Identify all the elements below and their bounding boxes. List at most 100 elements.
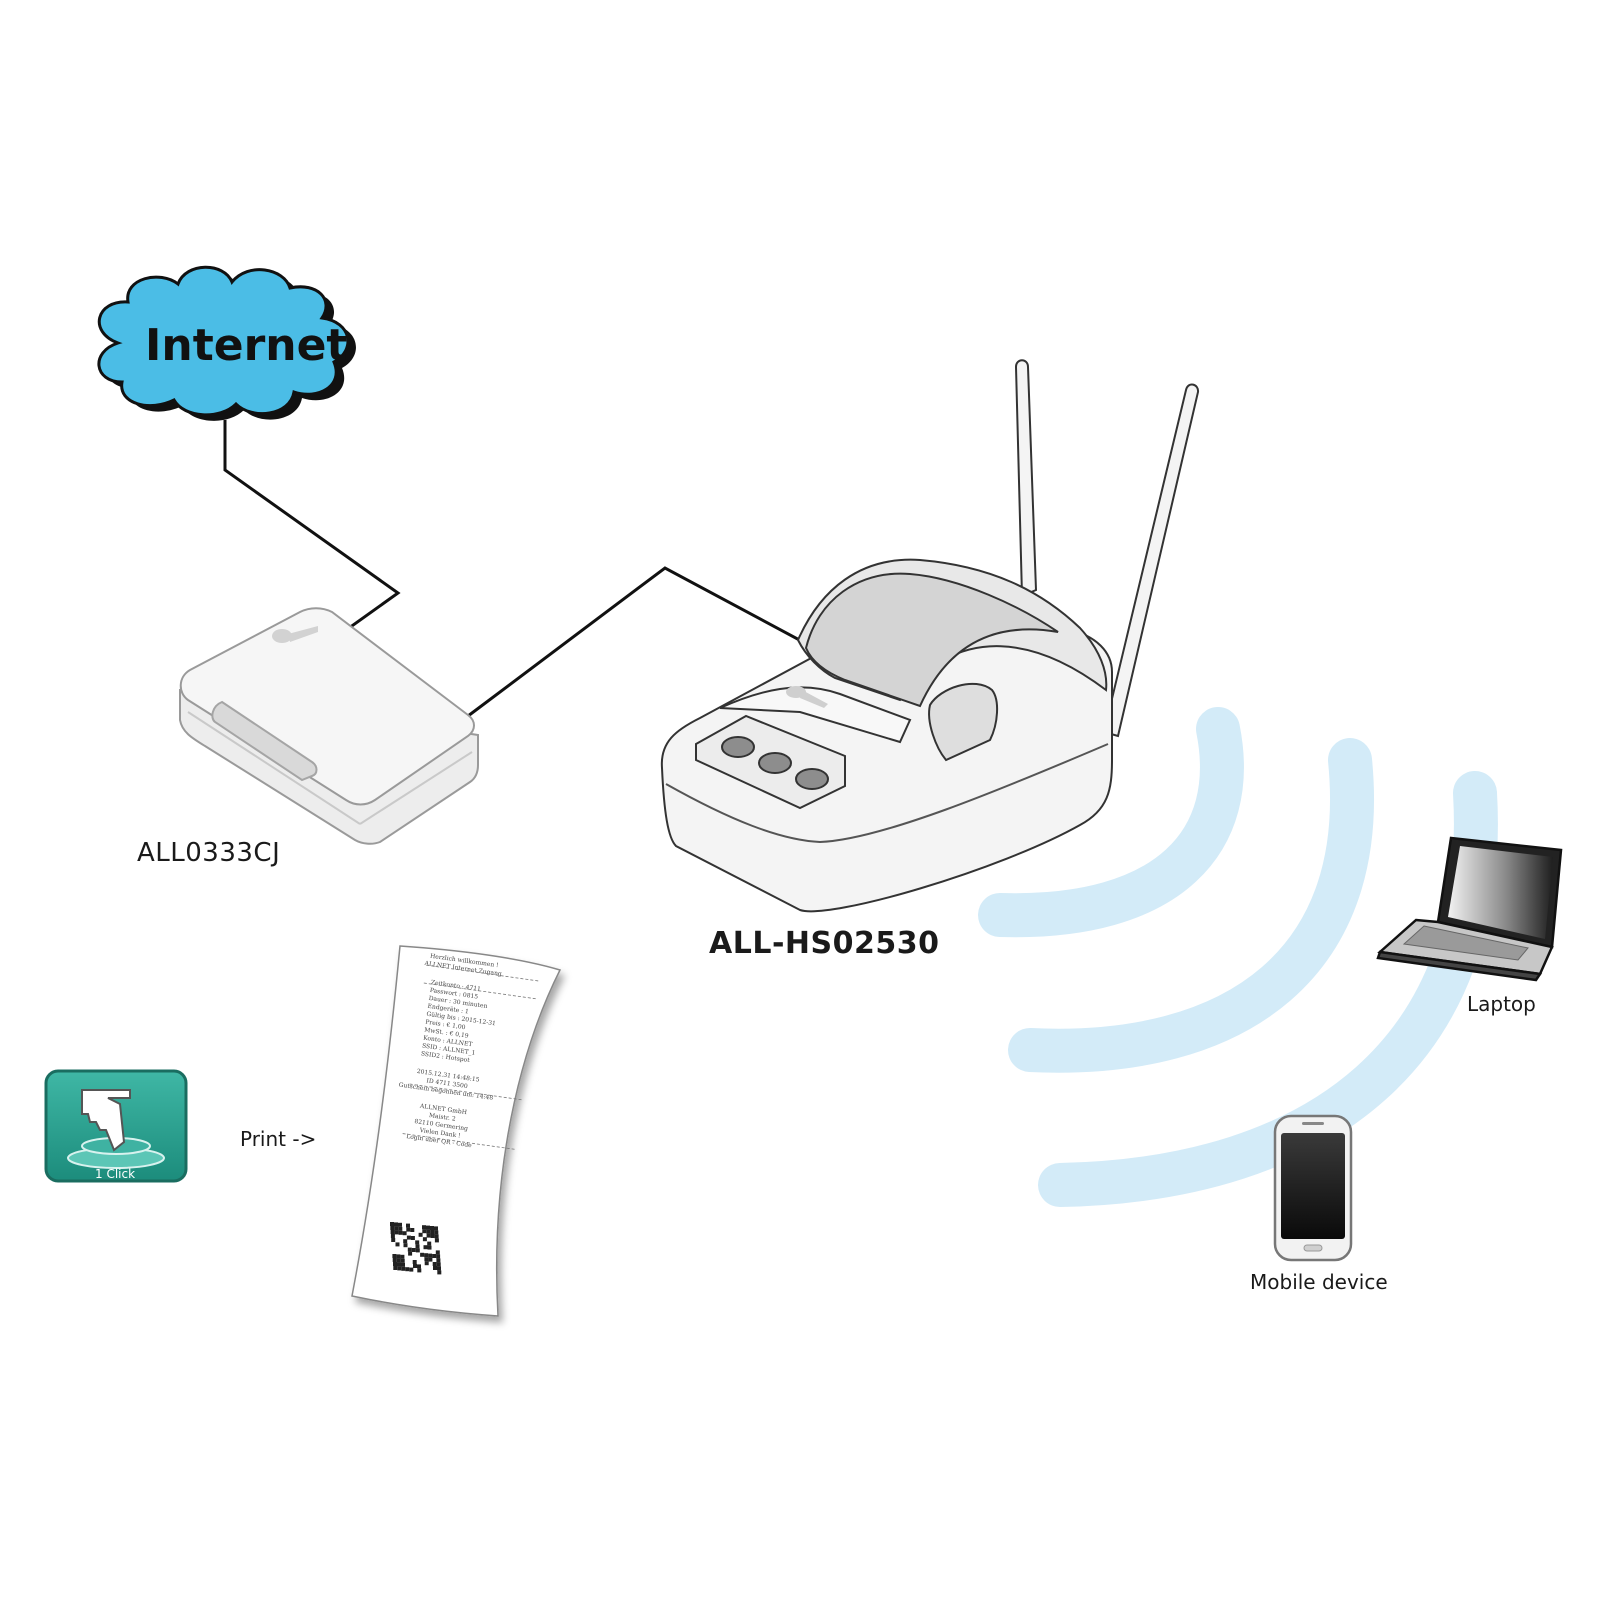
qr-module [422,1237,427,1242]
receipt-separator [426,964,541,982]
receipt-paper [351,945,562,1317]
qr-module [400,1254,405,1259]
qr-module [393,1262,397,1266]
qr-module [424,1253,429,1258]
qr-module [428,1253,433,1258]
qr-module [406,1235,411,1240]
qr-module [390,1226,395,1230]
qr-module [427,1245,432,1250]
qr-module [436,1254,441,1259]
qr-module [436,1258,441,1263]
qr-module [394,1226,399,1231]
qr-module [390,1230,395,1234]
qr-module [396,1258,401,1263]
router-front-strip [211,700,318,782]
one-click-button[interactable] [44,1069,188,1183]
qr-module [436,1262,441,1267]
qr-module [411,1248,416,1252]
qr-module [400,1258,405,1263]
receipt-separator [409,1083,524,1101]
mobile-device [1273,1114,1353,1262]
qr-module [427,1241,432,1246]
phone-screen [1281,1133,1345,1239]
printer-label: ALL-HS02530 [709,926,940,961]
laptop-label: Laptop [1467,992,1536,1016]
receipt-separator [423,982,538,1000]
qr-module [432,1262,437,1266]
qr-module [403,1239,408,1244]
internet-label: Internet [145,320,348,371]
wifi-wave-inner [978,707,1244,938]
qr-module [435,1250,440,1255]
qr-module [405,1267,410,1272]
qr-module [390,1234,395,1238]
router-top [179,607,475,806]
router-logo-icon [272,626,318,643]
laptop-device [1376,836,1563,982]
qr-module [434,1230,439,1235]
qr-module [426,1225,430,1230]
phone-speaker [1302,1122,1324,1125]
printer-button-2 [758,752,792,774]
cloud-body [97,265,350,417]
router-label: ALL0333CJ [137,838,281,868]
qr-module [434,1226,438,1231]
qr-module [409,1267,414,1272]
cable-router-printer [467,566,821,718]
qr-module [398,1222,402,1227]
printer-side-lever [928,682,998,762]
qr-module [430,1226,434,1230]
receipt [351,945,562,1317]
qr-module [401,1262,405,1267]
qr-module [423,1245,428,1250]
printer-base-lower [665,743,1109,844]
qr-module [396,1254,401,1259]
qr-module [424,1261,429,1266]
qr-module [432,1254,437,1258]
qr-module [397,1266,402,1271]
qr-module [394,1230,399,1235]
qr-module [434,1234,439,1239]
network-cables [223,420,821,718]
hand-press-icon [67,1089,165,1169]
qr-module [393,1266,398,1270]
qr-module [426,1233,431,1238]
phone-home-button [1303,1244,1323,1252]
printer-button-3 [795,768,829,790]
printer-device [660,359,1200,913]
qr-module [433,1266,437,1270]
qr-module [417,1268,422,1273]
antenna-left [1014,359,1038,598]
qr-module [397,1262,401,1267]
printer-logo-icon [786,686,828,708]
qr-module [417,1264,421,1269]
laptop-screen [1448,846,1553,939]
qr-module [426,1229,431,1234]
qr-module [412,1260,417,1264]
router-edge-line-2 [359,751,473,825]
laptop-front-edge [1376,950,1543,982]
qr-module [394,1222,398,1227]
qr-module [406,1227,411,1232]
qr-module [392,1254,397,1258]
one-click-label[interactable]: 1 Click [95,1167,136,1181]
qr-module [415,1248,420,1253]
qr-module [415,1244,420,1249]
qr-module [407,1247,412,1252]
wifi-wave-middle [1008,738,1374,1073]
qr-module [422,1229,427,1234]
internet-cloud [97,265,356,421]
mobile-device-label: Mobile device [1250,1270,1388,1294]
qr-module [398,1226,403,1231]
qr-module [391,1238,396,1242]
qr-module [392,1258,397,1262]
antenna-right [1102,383,1200,738]
qr-module [413,1264,417,1268]
qr-module [410,1236,415,1240]
receipt-separator [402,1133,517,1150]
qr-module [401,1266,406,1271]
qr-module [430,1230,435,1234]
qr-module [398,1230,403,1235]
qr-module [395,1242,400,1247]
